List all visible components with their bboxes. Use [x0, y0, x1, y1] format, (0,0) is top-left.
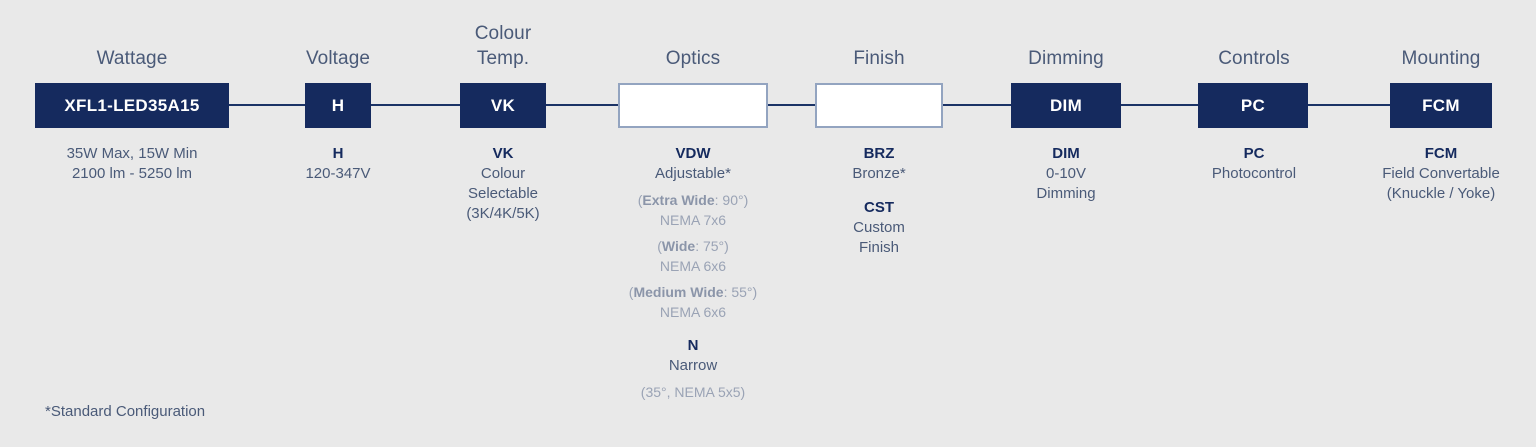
connector-line-colour-temp-to-optics: [546, 104, 618, 106]
column-colour-temp: Colour Temp. VK Colour Selectable (3K/4K/5…: [420, 0, 586, 447]
detail-block: VDW Adjustable* (Extra Wide: 90°)NEMA 7x6 (…: [600, 144, 786, 322]
detail-code: VDW: [675, 145, 711, 162]
detail-sub-nema: NEMA 6x6: [659, 304, 727, 320]
detail-code: BRZ: [863, 145, 895, 162]
column-header-voltage: Voltage: [305, 48, 371, 69]
detail-description: Field Convertable (Knuckle / Yoke): [1382, 165, 1500, 202]
column-details-colour-temp: VK Colour Selectable (3K/4K/5K): [420, 144, 586, 224]
node-box-mounting[interactable]: FCM: [1390, 83, 1492, 128]
column-header-wrap-optics: Optics: [600, 18, 786, 71]
column-header-optics: Optics: [665, 48, 721, 69]
connector-line-controls-to-mounting: [1308, 104, 1390, 106]
node-box-wattage[interactable]: XFL1-LED35A15: [35, 83, 229, 128]
detail-description: 0-10V Dimming: [1036, 165, 1096, 202]
detail-block: N Narrow (35°, NEMA 5x5): [600, 336, 786, 402]
detail-description: Custom Finish: [853, 219, 905, 256]
detail-description: Bronze*: [852, 165, 906, 182]
detail-sub-angle: 75°: [702, 238, 725, 254]
detail-sub-angle: 90°: [722, 192, 744, 208]
detail-sub-option: (Medium Wide: 55°)NEMA 6x6: [600, 282, 786, 322]
column-details-voltage: H 120-347V: [262, 144, 414, 184]
column-details-finish: BRZ Bronze* CST Custom Finish: [795, 144, 963, 258]
column-details-wattage: 35W Max, 15W Min 2100 lm - 5250 lm: [20, 144, 244, 184]
detail-code: H: [332, 145, 344, 162]
detail-sub-option: (35°, NEMA 5x5): [600, 382, 786, 402]
detail-description: Photocontrol: [1211, 165, 1297, 182]
column-header-wrap-finish: Finish: [795, 18, 963, 71]
detail-block: DIM 0-10V Dimming: [980, 144, 1152, 204]
detail-block: BRZ Bronze*: [795, 144, 963, 184]
detail-code: VK: [492, 145, 514, 162]
detail-sub-nema: NEMA 6x6: [659, 258, 727, 274]
detail-description: Narrow: [668, 357, 718, 374]
detail-sub-angle: 55°: [731, 284, 753, 300]
detail-block: CST Custom Finish: [795, 198, 963, 258]
detail-sub-nema: NEMA 7x6: [659, 212, 727, 228]
column-header-wattage: Wattage: [96, 48, 168, 69]
column-details-dimming: DIM 0-10V Dimming: [980, 144, 1152, 204]
detail-sub-option: (Wide: 75°)NEMA 6x6: [600, 236, 786, 276]
detail-sub-name: Medium Wide: [633, 284, 724, 300]
detail-block: PC Photocontrol: [1168, 144, 1340, 184]
column-header-wrap-wattage: Wattage: [20, 18, 244, 71]
detail-block: VK Colour Selectable (3K/4K/5K): [420, 144, 586, 224]
node-box-controls[interactable]: PC: [1198, 83, 1308, 128]
footnote: *Standard Configuration: [45, 403, 206, 420]
detail-code: N: [687, 337, 699, 354]
column-details-optics: VDW Adjustable* (Extra Wide: 90°)NEMA 7x6 (…: [600, 144, 786, 402]
column-header-colour-temp: Colour Temp.: [474, 23, 532, 69]
column-header-wrap-mounting: Mounting: [1348, 18, 1534, 71]
node-box-finish[interactable]: [815, 83, 943, 128]
column-header-mounting: Mounting: [1401, 48, 1481, 69]
column-header-wrap-dimming: Dimming: [980, 18, 1152, 71]
column-wattage: Wattage 35W Max, 15W Min 2100 lm - 5250 l…: [20, 0, 244, 447]
detail-sub-name: Wide: [661, 238, 696, 254]
detail-description: Colour Selectable (3K/4K/5K): [466, 165, 540, 222]
detail-description: Adjustable*: [655, 165, 731, 182]
detail-sub-name: Extra Wide: [642, 192, 715, 208]
detail-sub-text: (35°, NEMA 5x5): [640, 384, 746, 400]
detail-block: 35W Max, 15W Min 2100 lm - 5250 lm: [20, 144, 244, 184]
node-box-dimming[interactable]: DIM: [1011, 83, 1121, 128]
detail-block: FCM Field Convertable (Knuckle / Yoke): [1348, 144, 1534, 204]
node-box-optics[interactable]: [618, 83, 768, 128]
detail-code: DIM: [1052, 145, 1080, 162]
connector-line-optics-to-finish: [768, 104, 815, 106]
column-header-wrap-controls: Controls: [1168, 18, 1340, 71]
connector-line-dimming-to-controls: [1121, 104, 1198, 106]
column-header-finish: Finish: [853, 48, 905, 69]
column-header-wrap-colour-temp: Colour Temp.: [420, 18, 586, 71]
detail-block: H 120-347V: [262, 144, 414, 184]
detail-code: FCM: [1424, 145, 1458, 162]
column-header-dimming: Dimming: [1028, 48, 1104, 69]
connector-line-voltage-to-colour-temp: [371, 104, 460, 106]
node-box-voltage[interactable]: H: [305, 83, 371, 128]
connector-line-finish-to-dimming: [943, 104, 1011, 106]
column-header-wrap-voltage: Voltage: [262, 18, 414, 71]
column-header-controls: Controls: [1218, 48, 1290, 69]
connector-line-wattage-to-voltage: [229, 104, 305, 106]
column-details-controls: PC Photocontrol: [1168, 144, 1340, 184]
detail-code: PC: [1243, 145, 1265, 162]
detail-description: 120-347V: [305, 165, 371, 182]
detail-sub-option: (Extra Wide: 90°)NEMA 7x6: [600, 190, 786, 230]
node-box-colour-temp[interactable]: VK: [460, 83, 546, 128]
detail-code: CST: [864, 199, 894, 216]
detail-description: 35W Max, 15W Min 2100 lm - 5250 lm: [66, 145, 198, 182]
column-details-mounting: FCM Field Convertable (Knuckle / Yoke): [1348, 144, 1534, 204]
